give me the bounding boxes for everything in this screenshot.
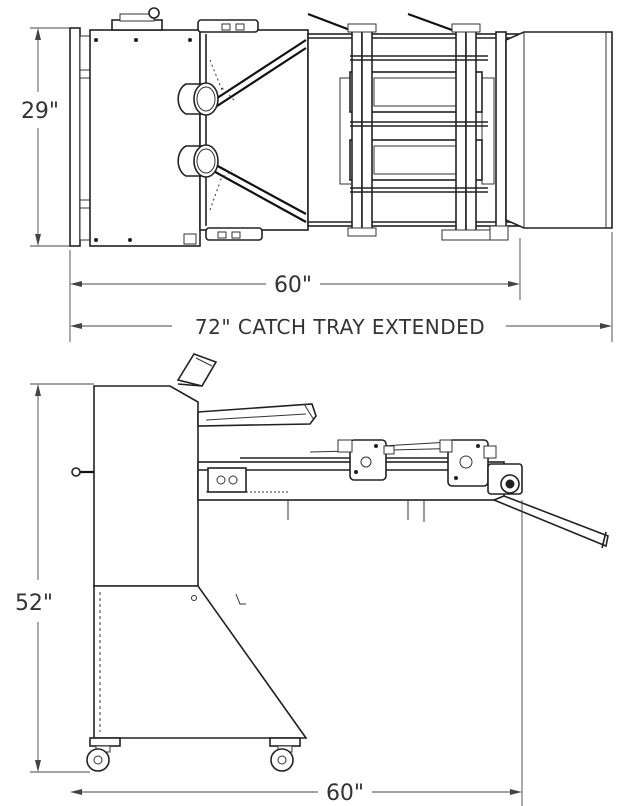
top-end-plate xyxy=(69,27,81,247)
top-frame-left xyxy=(307,12,377,237)
dim-top-length: 60" xyxy=(274,273,312,298)
top-roller-lower xyxy=(177,144,219,178)
dim-side-length: 60" xyxy=(326,781,364,806)
side-caster-left xyxy=(86,737,121,772)
side-lower-base xyxy=(93,585,308,739)
side-feed-chute xyxy=(176,353,218,387)
side-frame-left xyxy=(337,439,395,481)
side-control-box xyxy=(207,467,247,493)
top-catch-tray xyxy=(505,31,613,229)
side-hopper-tray xyxy=(197,403,317,427)
top-hopper xyxy=(199,29,309,231)
top-frame-right xyxy=(407,12,499,241)
side-caster-right xyxy=(269,737,301,772)
side-upper-cabinet xyxy=(93,385,199,587)
side-dimensions: 52" 60" xyxy=(15,383,523,806)
top-cabinet xyxy=(89,29,201,247)
side-view xyxy=(71,353,609,772)
top-end-roller xyxy=(495,31,507,233)
side-frame-right xyxy=(439,439,497,487)
side-end-roller xyxy=(487,463,523,495)
side-catch-tray xyxy=(491,495,609,548)
top-dimensions: 29" 60" 72" CATCH TRAY EXTENDED xyxy=(21,27,613,342)
dim-top-depth: 29" xyxy=(21,99,59,124)
dim-side-height: 52" xyxy=(15,591,53,616)
top-roller-upper xyxy=(177,82,219,116)
dim-top-extended: 72" CATCH TRAY EXTENDED xyxy=(195,315,485,339)
top-view xyxy=(69,7,613,247)
